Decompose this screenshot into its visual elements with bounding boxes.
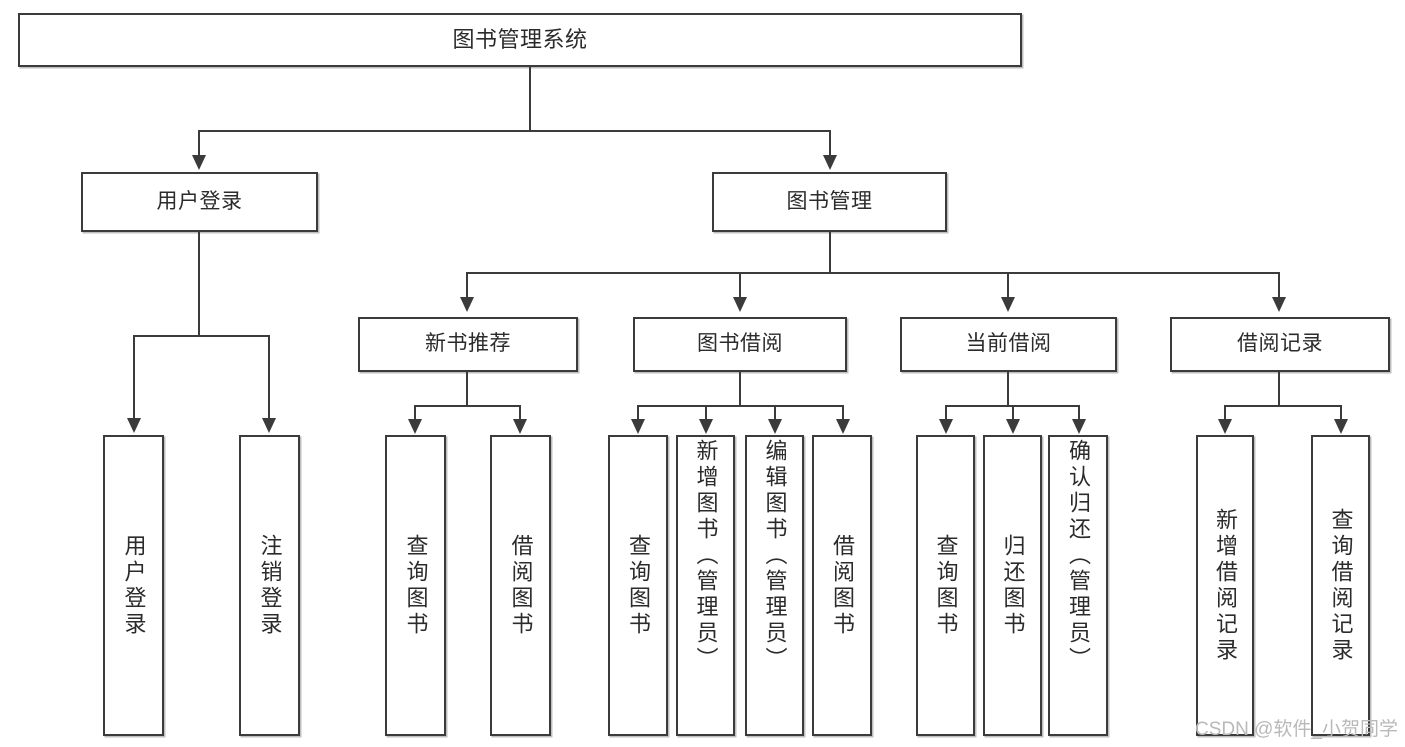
connector-new-book-drop-1 bbox=[519, 405, 521, 421]
leaf-borrow-records-add-record[interactable]: 新增借阅记录 bbox=[1196, 435, 1254, 736]
node-label: 查询图书 bbox=[403, 533, 429, 638]
node-label: 查询图书 bbox=[626, 533, 651, 638]
connector-new-book-stem bbox=[466, 372, 468, 405]
connector-user-login-drop-1 bbox=[268, 335, 270, 420]
node-borrow-records[interactable]: 借阅记录 bbox=[1170, 317, 1390, 372]
node-label: 编辑图书（管理员） bbox=[762, 439, 788, 673]
connector-current-borrow-drop-2 bbox=[1078, 405, 1080, 421]
node-new-book-recommend[interactable]: 新书推荐 bbox=[358, 317, 578, 372]
arrowhead-level3-2 bbox=[1001, 297, 1015, 312]
leaf-book-borrow-query-book[interactable]: 查询图书 bbox=[608, 435, 668, 736]
node-label: 借阅图书 bbox=[508, 533, 534, 638]
leaf-book-borrow-add-book-admin[interactable]: 新增图书（管理员） bbox=[676, 435, 735, 736]
arrowhead-book-borrow-2 bbox=[768, 419, 782, 434]
csdn-watermark: CSDN @软件_小贺同学 bbox=[1195, 719, 1398, 740]
connector-level3-drop-3 bbox=[1278, 272, 1280, 299]
leaf-current-borrow-return-book[interactable]: 归还图书 bbox=[983, 435, 1042, 736]
arrowhead-level3-3 bbox=[1272, 297, 1286, 312]
leaf-new-book-query-book[interactable]: 查询图书 bbox=[385, 435, 446, 736]
arrowhead-current-borrow-2 bbox=[1072, 419, 1086, 434]
node-book-management[interactable]: 图书管理 bbox=[712, 172, 947, 232]
connector-current-borrow-stem bbox=[1007, 372, 1009, 405]
node-label: 用户登录 bbox=[156, 189, 243, 213]
node-label: 图书管理系统 bbox=[452, 27, 588, 53]
connector-level3-drop-0 bbox=[466, 272, 468, 299]
node-label: 归还图书 bbox=[1000, 533, 1026, 638]
leaf-current-borrow-query-book[interactable]: 查询图书 bbox=[916, 435, 975, 736]
leaf-book-borrow-edit-book-admin[interactable]: 编辑图书（管理员） bbox=[745, 435, 804, 736]
arrowhead-book-borrow-3 bbox=[836, 419, 850, 434]
connector-new-book-bus bbox=[414, 405, 519, 407]
connector-new-book-drop-0 bbox=[414, 405, 416, 421]
connector-user-login-bus bbox=[133, 335, 268, 337]
connector-borrow-records-drop-1 bbox=[1340, 405, 1342, 421]
node-label: 新增图书（管理员） bbox=[693, 439, 719, 673]
arrowhead-level2-0 bbox=[192, 155, 206, 170]
arrowhead-current-borrow-1 bbox=[1006, 419, 1020, 434]
arrowhead-user-login-1 bbox=[262, 418, 276, 433]
arrowhead-new-book-0 bbox=[408, 419, 422, 434]
leaf-new-book-borrow-book[interactable]: 借阅图书 bbox=[490, 435, 551, 736]
connector-level2-drop-0 bbox=[198, 130, 200, 158]
node-label: 新书推荐 bbox=[425, 332, 511, 356]
connector-level2-drop-1 bbox=[829, 130, 831, 158]
arrowhead-level3-0 bbox=[460, 297, 474, 312]
leaf-borrow-records-query-record[interactable]: 查询借阅记录 bbox=[1311, 435, 1370, 736]
arrowhead-book-borrow-0 bbox=[631, 419, 645, 434]
connector-book-borrow-stem bbox=[739, 372, 741, 405]
connector-borrow-records-drop-0 bbox=[1224, 405, 1226, 421]
node-current-borrow[interactable]: 当前借阅 bbox=[900, 317, 1117, 372]
connector-borrow-records-stem bbox=[1278, 372, 1280, 405]
connector-level2-bus bbox=[198, 130, 831, 132]
node-label: 确认归还（管理员） bbox=[1066, 439, 1091, 673]
node-book-borrow[interactable]: 图书借阅 bbox=[633, 317, 847, 372]
node-label: 用户登录 bbox=[121, 533, 147, 638]
connector-current-borrow-drop-1 bbox=[1012, 405, 1014, 421]
node-label: 借阅记录 bbox=[1237, 332, 1323, 356]
node-label: 查询借阅记录 bbox=[1328, 507, 1354, 664]
node-label: 图书管理 bbox=[786, 189, 873, 213]
connector-current-borrow-bus bbox=[945, 405, 1078, 407]
connector-user-login-drop-0 bbox=[133, 335, 135, 420]
arrowhead-book-borrow-1 bbox=[699, 419, 713, 434]
connector-root-stem bbox=[529, 67, 531, 130]
connector-book-mgmt-stem bbox=[829, 232, 831, 272]
node-label: 查询图书 bbox=[933, 533, 959, 638]
arrowhead-borrow-records-0 bbox=[1218, 419, 1232, 434]
connector-book-borrow-drop-2 bbox=[774, 405, 776, 421]
connector-book-borrow-drop-1 bbox=[705, 405, 707, 421]
node-label: 当前借阅 bbox=[965, 332, 1052, 356]
connector-book-borrow-drop-0 bbox=[637, 405, 639, 421]
arrowhead-new-book-1 bbox=[513, 419, 527, 434]
node-label: 图书借阅 bbox=[697, 332, 783, 356]
connector-book-borrow-drop-3 bbox=[842, 405, 844, 421]
connector-book-borrow-bus bbox=[637, 405, 842, 407]
leaf-user-login-logout[interactable]: 注销登录 bbox=[239, 435, 300, 736]
connector-level3-drop-2 bbox=[1007, 272, 1009, 299]
arrowhead-user-login-0 bbox=[127, 418, 141, 433]
arrowhead-level3-1 bbox=[733, 297, 747, 312]
node-label: 注销登录 bbox=[257, 533, 283, 638]
leaf-current-borrow-confirm-return-admin[interactable]: 确认归还（管理员） bbox=[1048, 435, 1108, 736]
connector-level3-bus bbox=[466, 272, 1278, 274]
leaf-user-login-login[interactable]: 用户登录 bbox=[103, 435, 164, 736]
connector-borrow-records-bus bbox=[1224, 405, 1341, 407]
node-user-login[interactable]: 用户登录 bbox=[81, 172, 318, 232]
node-root-book-management-system[interactable]: 图书管理系统 bbox=[18, 13, 1022, 67]
connector-level3-drop-1 bbox=[739, 272, 741, 299]
leaf-book-borrow-borrow-book[interactable]: 借阅图书 bbox=[812, 435, 872, 736]
arrowhead-current-borrow-0 bbox=[939, 419, 953, 434]
connector-current-borrow-drop-0 bbox=[945, 405, 947, 421]
node-label: 借阅图书 bbox=[830, 533, 855, 638]
connector-user-login-stem bbox=[198, 232, 200, 335]
arrowhead-borrow-records-1 bbox=[1334, 419, 1348, 434]
node-label: 新增借阅记录 bbox=[1213, 507, 1238, 664]
arrowhead-level2-1 bbox=[823, 155, 837, 170]
